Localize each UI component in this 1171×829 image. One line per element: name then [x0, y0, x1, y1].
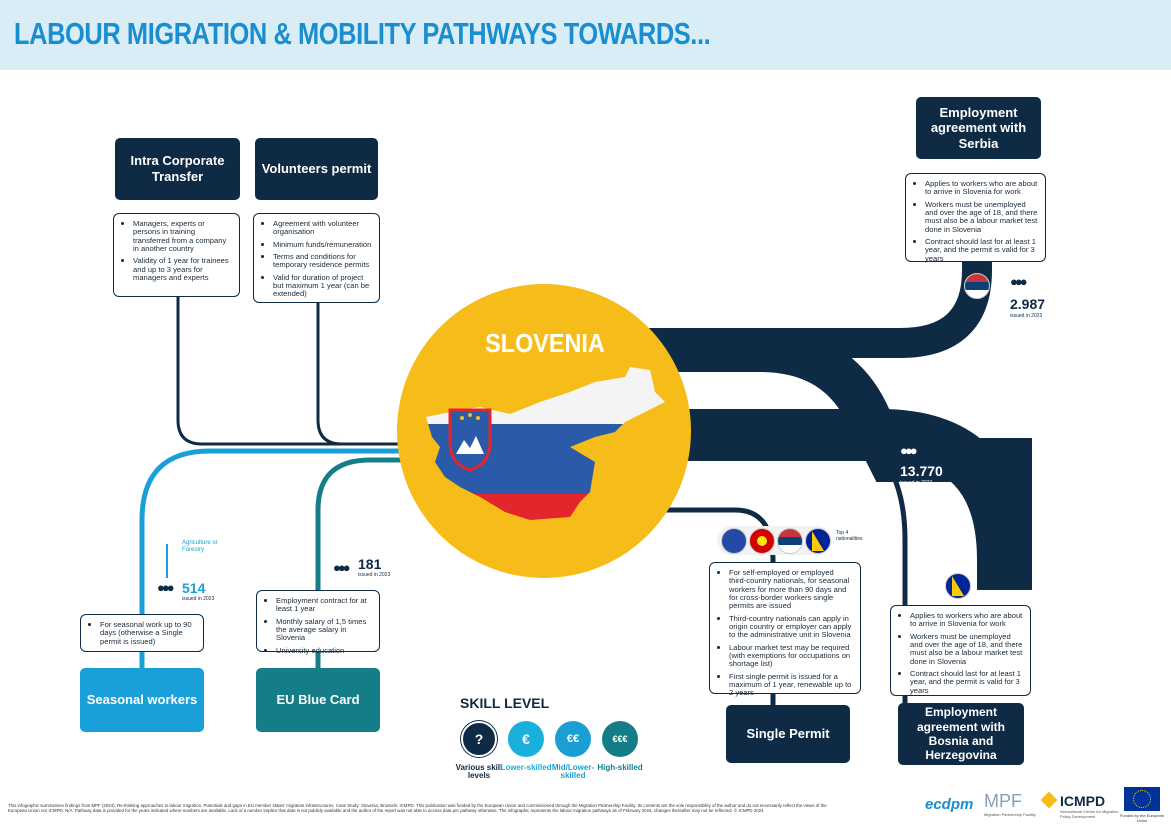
- ecdpm-logo: ecdpm: [925, 796, 974, 813]
- blue-card-bullet: Employment contract for at least 1 year: [276, 596, 372, 614]
- seasonal-info: For seasonal work up to 90 days (otherwi…: [80, 614, 204, 652]
- eu-flag-icon: [1124, 787, 1160, 811]
- high-skill-symbol: €€€: [612, 734, 628, 744]
- kosovo-flag-icon: [721, 528, 747, 554]
- single-permit-box: Single Permit: [726, 705, 850, 763]
- various-skill-icon: ?: [461, 721, 497, 757]
- intra-corporate-line: [176, 297, 420, 446]
- mid-skill-label: Mid/Lower-skilled: [551, 763, 595, 781]
- seasonal-sector: Agriculture or Forestry: [182, 540, 218, 554]
- intra-corporate-bullet: Managers, experts or persons in training…: [133, 219, 232, 253]
- serbia-flag-icon: [777, 528, 803, 554]
- blue-card-info: Employment contract for at least 1 year …: [256, 590, 380, 655]
- serbia-bullet: Workers must be unemployed and over the …: [925, 200, 1038, 234]
- volunteers-box: Volunteers permit: [255, 138, 378, 200]
- serbia-flag-icon: [964, 273, 990, 299]
- serbia-count-note: issued in 2023: [1010, 313, 1043, 319]
- page-title: LABOUR MIGRATION & MOBILITY PATHWAYS TOW…: [14, 16, 711, 51]
- seasonal-box: Seasonal workers: [80, 668, 204, 732]
- country-title: SLOVENIA: [485, 328, 605, 358]
- bosnia-bullet: Workers must be unemployed and over the …: [910, 632, 1023, 666]
- skill-level-title: SKILL LEVEL: [460, 695, 550, 711]
- single-permit-count: 13.770: [900, 463, 943, 479]
- bosnia-box: Employment agreement with Bosnia and Her…: [898, 703, 1024, 765]
- intra-corporate-bullet: Validity of 1 year for trainees and up t…: [133, 256, 232, 282]
- mpf-logo-sub: Migration Partnership Facility: [984, 812, 1036, 817]
- mpf-logo: MPF: [984, 791, 1022, 811]
- people-icon: ●●●: [157, 580, 174, 595]
- volunteers-line: [316, 303, 343, 446]
- header-band: LABOUR MIGRATION & MOBILITY PATHWAYS TOW…: [0, 0, 1171, 70]
- intra-corporate-box: Intra Corporate Transfer: [115, 138, 240, 200]
- single-permit-bullet: First single permit is issued for a maxi…: [729, 672, 853, 698]
- lower-skill-label: Lower-skilled: [500, 763, 552, 772]
- single-permit-bullet: For self-employed or employed third-coun…: [729, 568, 853, 611]
- bosnia-flag-icon: [945, 573, 971, 599]
- icmpd-logo: ICMPD: [1060, 793, 1106, 809]
- high-skill-label: High-skilled: [597, 763, 643, 772]
- serbia-bullet: Applies to workers who are about to arri…: [925, 179, 1038, 197]
- bosnia-title: Employment agreement with Bosnia and Her…: [916, 705, 1006, 763]
- high-skill-icon: €€€: [602, 721, 638, 757]
- serbia-count: 2.987: [1010, 296, 1046, 312]
- volunteers-bullet: Terms and conditions for temporary resid…: [273, 252, 372, 270]
- north-macedonia-flag-icon: [749, 528, 775, 554]
- intra-corporate-info: Managers, experts or persons in training…: [113, 213, 240, 297]
- top-nationalities-note: Top 4 nationalities: [836, 530, 863, 542]
- single-permit-bullet: Labour market test may be required (with…: [729, 643, 853, 669]
- single-permit-info: For self-employed or employed third-coun…: [709, 562, 861, 697]
- blue-card-count-note: issued in 2023: [358, 572, 391, 578]
- eu-funding-note: Funded by the European Union: [1119, 813, 1165, 823]
- blue-card-bullet: University education: [276, 646, 372, 655]
- slovenia-map-icon: [426, 367, 665, 520]
- various-skill-symbol: ?: [474, 731, 484, 747]
- serbia-title: Employment agreement with Serbia: [930, 104, 1027, 151]
- serbia-box: Employment agreement with Serbia: [916, 97, 1041, 159]
- lower-skill-symbol: €: [522, 731, 530, 747]
- seasonal-title: Seasonal workers: [86, 692, 198, 708]
- bosnia-info: Applies to workers who are about to arri…: [890, 605, 1031, 696]
- footnote: This infographic summarises findings fro…: [8, 803, 827, 814]
- blue-card-count: 181: [358, 556, 382, 572]
- mid-skill-icon: €€: [555, 721, 591, 757]
- seasonal-line: [139, 448, 420, 668]
- volunteers-info: Agreement with volunteer organisation Mi…: [253, 213, 380, 303]
- volunteers-bullet: Agreement with volunteer organisation: [273, 219, 372, 237]
- volunteers-title: Volunteers permit: [261, 161, 372, 177]
- blue-card-line: [315, 457, 420, 668]
- single-permit-line: [660, 507, 776, 705]
- people-icon: ●●●: [900, 443, 917, 458]
- seasonal-count-note: issued in 2023: [182, 596, 215, 602]
- people-icon: ●●●: [333, 560, 350, 575]
- mid-skill-symbol: €€: [566, 733, 580, 745]
- bosnia-bullet: Applies to workers who are about to arri…: [910, 611, 1023, 629]
- single-permit-bullet: Third-country nationals can apply in ori…: [729, 614, 853, 640]
- serbia-bullet: Contract should last for at least 1 year…: [925, 237, 1038, 263]
- icmpd-logo-sub: International Centre for Migration Polic…: [1060, 809, 1119, 819]
- people-icon: ●●●: [1010, 274, 1027, 289]
- serbia-info: Applies to workers who are about to arri…: [905, 173, 1046, 262]
- bosnia-flag-icon: [805, 528, 831, 554]
- blue-card-title: EU Blue Card: [276, 692, 360, 708]
- lower-skill-icon: €: [508, 721, 544, 757]
- various-skill-label: Various skill levels: [455, 763, 503, 781]
- main-band: [660, 328, 1032, 590]
- seasonal-count: 514: [182, 580, 206, 596]
- volunteers-bullet: Valid for duration of project but maximu…: [273, 273, 372, 299]
- single-permit-title: Single Permit: [746, 726, 830, 742]
- blue-card-bullet: Monthly salary of 1,5 times the average …: [276, 617, 372, 643]
- sector-connector: [166, 544, 168, 578]
- volunteers-bullet: Minimum funds/remuneration: [273, 240, 372, 249]
- single-permit-count-note: issued in 2023: [900, 480, 933, 486]
- blue-card-box: EU Blue Card: [256, 668, 380, 732]
- bosnia-bullet: Contract should last for at least 1 year…: [910, 669, 1023, 695]
- seasonal-bullet: For seasonal work up to 90 days (otherwi…: [100, 620, 196, 646]
- intra-corporate-title: Intra Corporate Transfer: [130, 153, 225, 184]
